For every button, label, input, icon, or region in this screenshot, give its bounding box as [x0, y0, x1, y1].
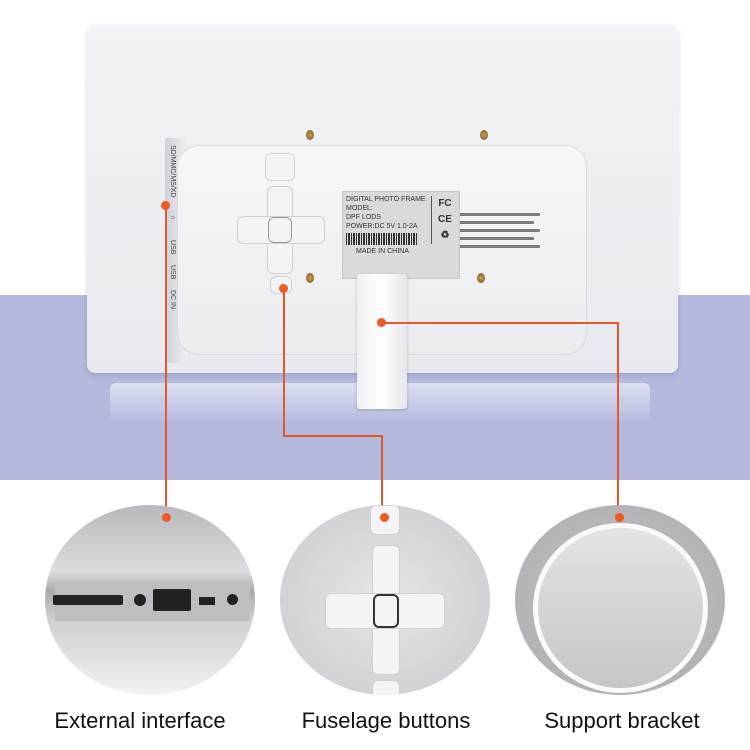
screw-icon: [306, 273, 314, 283]
caption-support-bracket: Support bracket: [544, 708, 700, 733]
barcode: [346, 233, 418, 245]
screw-icon: [477, 273, 485, 283]
label-line: POWER:DC 5V 1.0-2A: [346, 223, 418, 230]
callout-dot: [380, 513, 389, 522]
headphone-jack-icon: [134, 594, 146, 606]
fcc-icon: FC: [438, 198, 452, 209]
callout-line-bracket: [617, 322, 619, 507]
caption-fuselage-buttons: Fuselage buttons: [301, 708, 471, 733]
card-slot-icon: [53, 595, 123, 605]
dpad-center-button[interactable]: [268, 217, 292, 243]
port-label-usb1: USB: [169, 240, 176, 255]
power-button[interactable]: [265, 153, 295, 181]
dpad-center-button[interactable]: [373, 594, 399, 628]
callout-line-bracket: [381, 322, 619, 324]
callout-line-buttons: [283, 435, 383, 437]
menu-button[interactable]: [372, 680, 400, 695]
screw-icon: [480, 130, 488, 140]
callout-dot: [162, 513, 171, 522]
screw-icon: [306, 130, 314, 140]
callout-line-buttons: [283, 288, 285, 436]
usb-port-icon: [153, 589, 191, 611]
support-stand: [357, 274, 407, 409]
port-label-headphone: ∩: [169, 215, 176, 221]
detail-support-bracket: [515, 505, 725, 695]
detail-fuselage-buttons: [280, 505, 490, 695]
ce-icon: CE: [438, 214, 452, 225]
label-line: DIGITAL PHOTO FRAME: [346, 196, 426, 203]
port-label-usb2: USB: [169, 265, 176, 280]
callout-line-interface: [165, 205, 167, 515]
callout-dot: [615, 513, 624, 522]
detail-external-interface: [45, 505, 255, 695]
made-in-text: MADE IN CHINA: [356, 248, 409, 255]
dc-in-icon: [227, 594, 238, 605]
bracket-ring: [533, 523, 708, 693]
certification-marks: FC CE ♻: [431, 196, 455, 244]
port-label-dcin: DC IN: [169, 290, 176, 310]
weee-icon: ♻: [440, 230, 450, 241]
label-line: MODEL:: [346, 205, 373, 212]
product-label: DIGITAL PHOTO FRAME MODEL: DPF LODS POWE…: [342, 191, 460, 279]
mini-usb-icon: [199, 597, 215, 605]
label-line: DPF LODS: [346, 214, 382, 221]
power-button[interactable]: [370, 505, 400, 535]
callout-line-buttons: [381, 435, 383, 510]
caption-external-interface: External interface: [54, 708, 226, 733]
port-label-card: SD/MMC/MS/XD: [169, 145, 176, 198]
